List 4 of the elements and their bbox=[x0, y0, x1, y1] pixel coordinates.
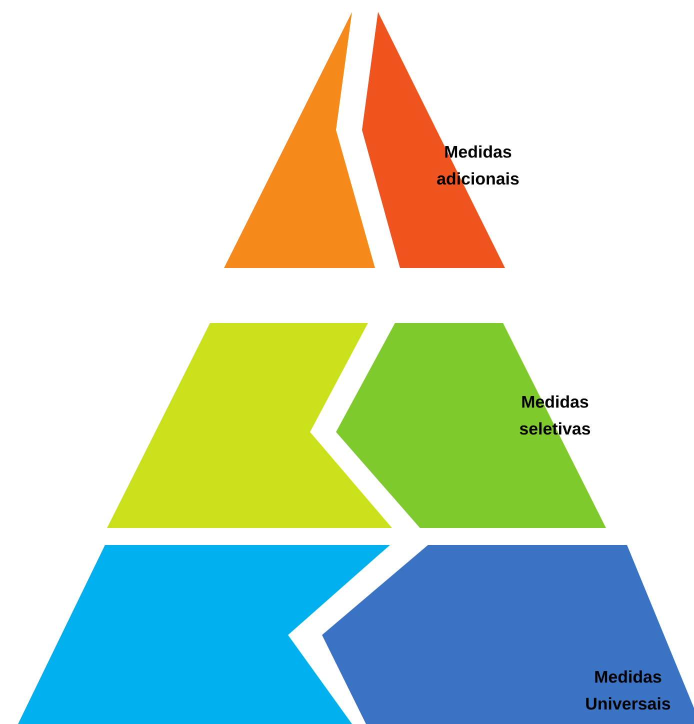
pyramid-segment bbox=[18, 545, 390, 724]
pyramid-segment: Medidas Universais bbox=[322, 545, 694, 724]
pyramid-segment bbox=[224, 12, 375, 268]
pyramid-segment bbox=[107, 323, 392, 528]
